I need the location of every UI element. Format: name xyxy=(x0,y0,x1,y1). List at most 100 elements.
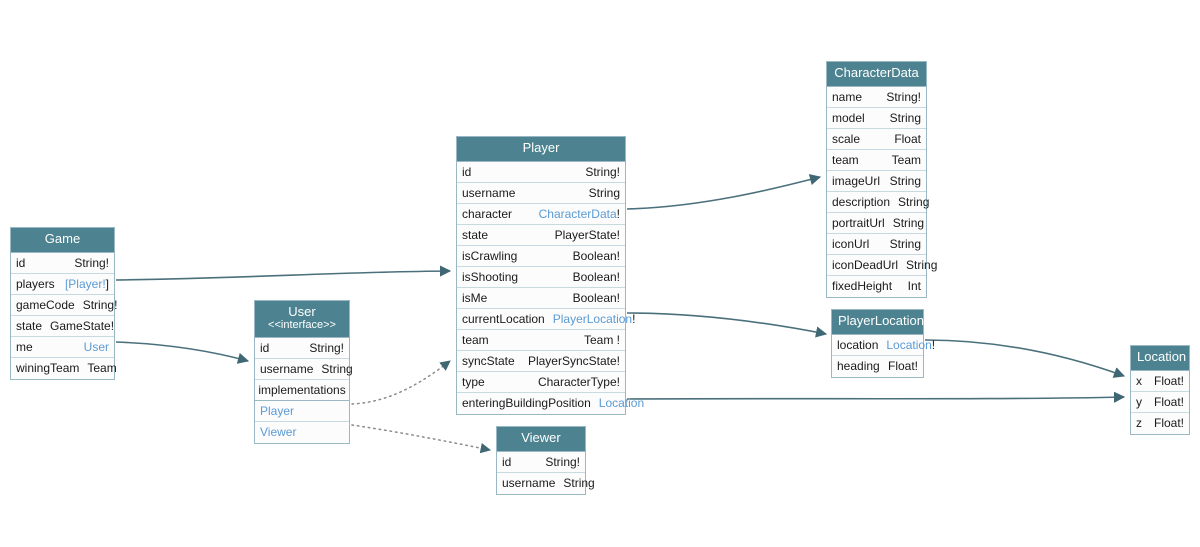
edge-user-viewer-impl xyxy=(351,424,492,454)
field-type: Float! xyxy=(1153,373,1184,388)
field-name: type xyxy=(462,374,485,389)
entity-name: Viewer xyxy=(521,430,561,445)
field-row: players[Player!] xyxy=(11,273,114,295)
field-type[interactable]: Location! xyxy=(878,338,935,352)
field-row: portraitUrl String xyxy=(827,212,926,234)
entity-name: User xyxy=(288,304,316,319)
field-type-suffix: ] xyxy=(105,276,109,291)
field-name: id xyxy=(260,340,270,355)
field-name: iconUrl xyxy=(832,236,870,251)
field-type-link[interactable]: Location xyxy=(598,396,645,411)
entity-name: Player xyxy=(522,140,560,155)
field-row: iconDeadUrl String xyxy=(827,254,937,276)
field-name: team xyxy=(462,332,489,347)
field-name: Viewer xyxy=(260,425,297,440)
entity-header-viewer: Viewer xyxy=(497,427,585,452)
field-type: Float xyxy=(894,131,921,146)
field-name: enteringBuildingPosition xyxy=(462,396,591,411)
field-name: state xyxy=(16,318,43,333)
field-type: String! xyxy=(886,89,921,104)
field-name: model xyxy=(832,110,865,125)
field-type[interactable]: PlayerLocation! xyxy=(545,312,636,326)
field-type: String! xyxy=(74,255,109,270)
field-row: username String xyxy=(497,472,595,494)
field-row: y Float! xyxy=(1131,391,1189,413)
field-type[interactable]: CharacterData! xyxy=(531,207,620,221)
field-type: String! xyxy=(545,454,580,469)
field-row: id String! xyxy=(255,337,349,359)
field-type: String! xyxy=(309,340,344,355)
field-type-link[interactable]: User xyxy=(83,339,109,354)
field-name: id xyxy=(502,454,512,469)
field-name: fixedHeight xyxy=(832,279,893,294)
field-name: portraitUrl xyxy=(832,215,885,230)
entity-header-user: User<<interface>> xyxy=(255,301,349,338)
entity-stereotype: <<interface>> xyxy=(268,318,336,331)
field-type: Boolean! xyxy=(572,269,620,284)
implementations-divider: implementations xyxy=(255,379,349,401)
entity-viewer[interactable]: Viewer id String! username String xyxy=(496,426,595,495)
field-name: username xyxy=(462,185,516,200)
field-name: isShooting xyxy=(462,269,519,284)
field-row: id String! xyxy=(11,252,114,274)
field-row: model String xyxy=(827,107,926,129)
field-name: username xyxy=(502,476,556,491)
field-type: String xyxy=(889,110,921,125)
field-type: Int xyxy=(907,279,921,294)
field-type-suffix: ! xyxy=(616,206,620,221)
field-name: me xyxy=(16,339,33,354)
field-type-link[interactable]: Location xyxy=(886,337,932,352)
field-type[interactable]: Location xyxy=(591,396,644,410)
field-type: String xyxy=(892,215,925,230)
edge-game-me-to-user xyxy=(115,341,250,364)
field-type[interactable]: [Player!] xyxy=(57,277,109,291)
field-name: implementations xyxy=(258,382,346,397)
entity-name: CharacterData xyxy=(834,65,919,80)
field-type-link[interactable]: PlayerLocation xyxy=(552,311,633,326)
field-type: Team xyxy=(87,361,117,376)
field-row: enteringBuildingPosition Location xyxy=(457,392,644,414)
field-name: id xyxy=(16,255,26,270)
field-type[interactable]: User xyxy=(76,340,109,354)
field-type: String xyxy=(906,257,938,272)
implementation-row[interactable]: Player xyxy=(255,400,349,422)
field-name: isCrawling xyxy=(462,248,518,263)
edge-playerlocation-to-location-x xyxy=(924,339,1126,378)
implementation-row[interactable]: Viewer xyxy=(255,421,349,443)
field-type: String xyxy=(563,476,595,491)
edge-player-character-to-characterdata xyxy=(626,174,822,210)
entity-name: Location xyxy=(1137,349,1187,364)
field-name: username xyxy=(260,361,314,376)
field-row: isShooting Boolean! xyxy=(457,266,625,288)
field-name: y xyxy=(1136,394,1142,409)
field-type-link[interactable]: [Player! xyxy=(64,276,106,291)
field-name: iconDeadUrl xyxy=(832,257,899,272)
field-name: character xyxy=(462,206,513,221)
entity-header-player: Player xyxy=(457,137,625,162)
field-type-link[interactable]: CharacterData xyxy=(538,206,617,221)
field-row: me User xyxy=(11,336,114,358)
field-type: Float! xyxy=(1153,394,1184,409)
edge-player-enteringbuildingposition-to-location-y xyxy=(626,391,1126,403)
edge-user-player-impl xyxy=(351,360,451,405)
field-name: state xyxy=(462,227,489,242)
